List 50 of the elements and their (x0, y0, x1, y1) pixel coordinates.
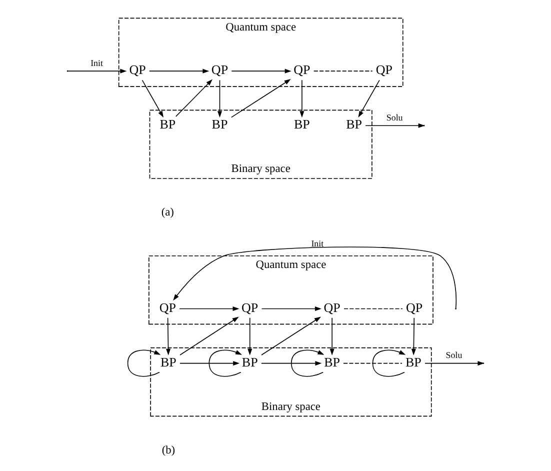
node-text: QP (211, 62, 228, 78)
node-text: BP (294, 116, 310, 132)
arrow (358, 80, 380, 118)
node-text: QP (406, 300, 423, 315)
arrow (261, 316, 321, 356)
arrow (290, 350, 324, 377)
arrow (127, 350, 161, 377)
arrow (166, 317, 171, 356)
arrow (176, 79, 212, 117)
arrow (173, 246, 457, 309)
arrow (180, 316, 239, 356)
node-text: QP (294, 62, 310, 78)
arrow (231, 68, 292, 74)
arrow (261, 361, 322, 366)
arrow (217, 80, 222, 118)
node-text: QP (376, 62, 392, 78)
node-text: BP (160, 354, 176, 370)
arrow (208, 350, 242, 377)
label: (b) (162, 444, 176, 456)
node-text: QP (324, 300, 340, 315)
arrow (300, 80, 304, 118)
edge-label: Init (311, 238, 324, 249)
edge-label: Solu (386, 112, 403, 123)
node-text: BP (324, 354, 340, 370)
arrow (68, 68, 127, 74)
connector (344, 308, 403, 310)
node-text: BP (346, 116, 362, 132)
node-text: BP (212, 116, 228, 132)
node-text: QP (242, 300, 258, 315)
arrow (261, 306, 322, 312)
arrow (180, 361, 240, 366)
arrow (411, 317, 416, 356)
node-text: QP (159, 300, 176, 315)
arrow (372, 350, 406, 377)
arrow (149, 68, 210, 74)
node-text: BP (160, 116, 176, 132)
arrow (424, 361, 484, 366)
edge-label: Init (90, 58, 104, 68)
arrow (142, 80, 164, 118)
arrow (179, 306, 240, 312)
node-text: QP (129, 62, 146, 78)
connector (343, 362, 402, 364)
node-text: BP (405, 354, 422, 370)
connector (313, 70, 373, 72)
label: (a) (161, 206, 174, 219)
node-text: BP (242, 354, 258, 370)
arrow (330, 317, 334, 356)
arrow (230, 79, 291, 118)
edge-label: Solu (446, 350, 462, 360)
arrow (248, 317, 252, 356)
